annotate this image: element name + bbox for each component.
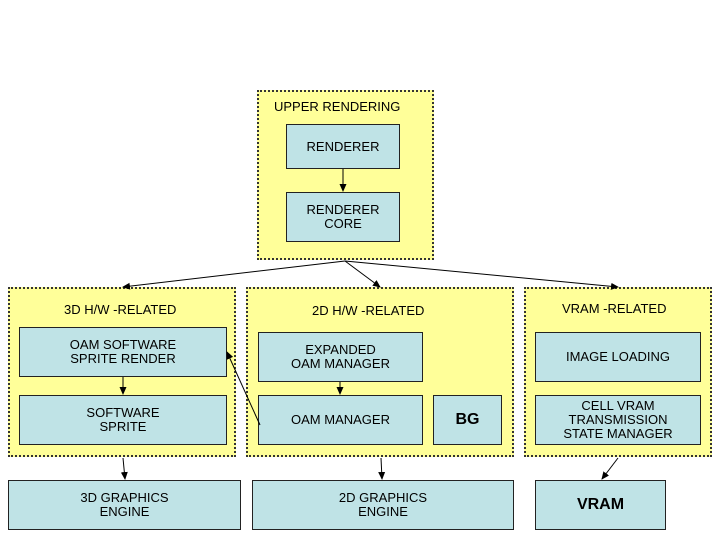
- arrow-upper-to-vram: [344, 260, 619, 290]
- arrow-upper-to-2d: [344, 260, 381, 288]
- upper-rendering-title: UPPER RENDERING: [274, 99, 401, 114]
- hw3d-title: 3D H/W -RELATED: [64, 302, 177, 317]
- arrow-2d-to-engine: [378, 457, 386, 480]
- expanded-oam-manager-box: EXPANDED OAM MANAGER: [258, 332, 423, 382]
- arrow-3d-to-engine: [120, 457, 128, 480]
- cell-vram-transmission-state-manager-box: CELL VRAM TRANSMISSION STATE MANAGER: [535, 395, 701, 445]
- arrow-upper-to-3d: [122, 260, 346, 290]
- renderer-core-box: RENDERER CORE: [286, 192, 400, 242]
- bg-box: BG: [433, 395, 502, 445]
- renderer-box: RENDERER: [286, 124, 400, 169]
- vram-box: VRAM: [535, 480, 666, 530]
- graphics-engine-3d-box: 3D GRAPHICS ENGINE: [8, 480, 241, 530]
- hw2d-title: 2D H/W -RELATED: [312, 303, 425, 318]
- graphics-engine-2d-box: 2D GRAPHICS ENGINE: [252, 480, 514, 530]
- software-sprite-box: SOFTWARE SPRITE: [19, 395, 227, 445]
- oam-software-sprite-render-box: OAM SOFTWARE SPRITE RENDER: [19, 327, 227, 377]
- oam-manager-box: OAM MANAGER: [258, 395, 423, 445]
- arrow-vram-to-vram: [601, 457, 619, 480]
- image-loading-box: IMAGE LOADING: [535, 332, 701, 382]
- vram-title: VRAM -RELATED: [562, 301, 667, 316]
